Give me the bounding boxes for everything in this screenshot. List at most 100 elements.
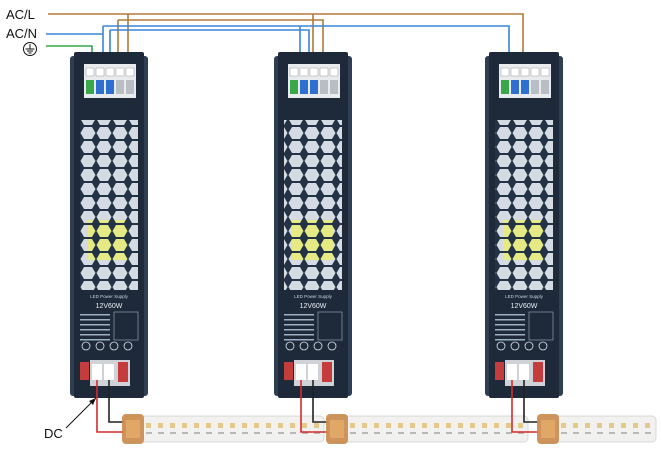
strip-connector-clip — [330, 420, 344, 438]
led-chip — [585, 423, 590, 428]
led-resistor — [573, 432, 579, 434]
terminal-slot — [310, 80, 318, 94]
led-chip — [266, 423, 271, 428]
led-chip — [398, 423, 403, 428]
terminal-screw — [115, 67, 125, 77]
dc-terminal-red-clip — [495, 362, 504, 380]
cert-mark-icon — [95, 341, 105, 351]
terminal-screw — [289, 67, 299, 77]
spec-table — [317, 311, 343, 341]
spec-line — [284, 339, 314, 341]
dc-terminal-red-clip — [322, 362, 332, 382]
led-chip — [362, 423, 367, 428]
led-resistor — [398, 432, 404, 434]
honeycomb-vent — [495, 120, 553, 290]
led-strip — [123, 415, 325, 443]
terminal-screw — [105, 67, 115, 77]
dc-pointer-arrowhead — [89, 398, 96, 405]
led-chip — [446, 423, 451, 428]
led-chip — [434, 423, 439, 428]
driver-model-text: 12V60W — [96, 303, 123, 310]
dc-terminal-slot — [296, 364, 306, 380]
led-chip — [242, 423, 247, 428]
led-chip — [597, 423, 602, 428]
spec-table — [528, 311, 554, 341]
spec-line — [284, 329, 314, 331]
terminal-screw — [125, 67, 135, 77]
terminal-slot — [96, 80, 104, 94]
cert-mark-icon — [123, 341, 133, 351]
spec-line — [495, 319, 525, 321]
spec-line — [284, 324, 314, 326]
spec-line — [495, 314, 525, 316]
led-chip — [609, 423, 614, 428]
led-resistor — [146, 432, 152, 434]
spec-line — [80, 319, 110, 321]
terminal-screw — [85, 67, 95, 77]
led-resistor — [206, 432, 212, 434]
terminal-slot — [300, 80, 308, 94]
honeycomb-yellow-zone — [503, 220, 545, 260]
led-chip — [458, 423, 463, 428]
led-chip — [170, 423, 175, 428]
led-chip — [410, 423, 415, 428]
led-resistor — [561, 432, 567, 434]
led-resistor — [314, 432, 320, 434]
led-chip — [621, 423, 626, 428]
cert-mark-icon — [496, 341, 506, 351]
led-resistor — [290, 432, 296, 434]
cert-mark-icon — [81, 341, 91, 351]
led-resistor — [374, 432, 380, 434]
dc-terminal-red-clip — [284, 362, 293, 380]
spec-line — [80, 314, 110, 316]
dc-negative-wire — [108, 380, 124, 423]
led-chip — [482, 423, 487, 428]
terminal-slot — [501, 80, 509, 94]
terminal-screw — [520, 67, 530, 77]
spec-line — [80, 334, 110, 336]
led-resistor — [278, 432, 284, 434]
led-chip — [158, 423, 163, 428]
led-resistor — [633, 432, 639, 434]
led-resistor — [482, 432, 488, 434]
spec-line — [80, 339, 110, 341]
led-resistor — [266, 432, 272, 434]
dc-terminal-slot — [308, 364, 318, 380]
dc-terminal-red-clip — [80, 362, 89, 380]
led-resistor — [230, 432, 236, 434]
strip-connector-clip — [126, 420, 140, 438]
led-resistor — [597, 432, 603, 434]
spec-line — [495, 334, 525, 336]
led-resistor — [194, 432, 200, 434]
honeycomb-yellow-zone — [88, 220, 130, 260]
led-resistor — [609, 432, 615, 434]
driver-model-text: 12V60W — [300, 303, 327, 310]
ac-neutral-wire — [46, 25, 510, 70]
led-chip — [374, 423, 379, 428]
spec-line — [495, 324, 525, 326]
led-chip — [206, 423, 211, 428]
led-chip — [561, 423, 566, 428]
terminal-screw — [95, 67, 105, 77]
terminal-slot — [541, 80, 549, 94]
led-resistor — [302, 432, 308, 434]
led-resistor — [158, 432, 164, 434]
terminal-slot — [106, 80, 114, 94]
led-chip — [278, 423, 283, 428]
led-resistor — [434, 432, 440, 434]
led-resistor — [218, 432, 224, 434]
led-chip — [290, 423, 295, 428]
spec-line — [495, 329, 525, 331]
dc-positive-wire — [511, 380, 539, 433]
dc-terminal-slot — [519, 364, 529, 380]
terminal-screw — [500, 67, 510, 77]
led-chip — [182, 423, 187, 428]
driver-model-text: 12V60W — [511, 303, 538, 310]
led-chip — [422, 423, 427, 428]
led-resistor — [458, 432, 464, 434]
led-resistor — [170, 432, 176, 434]
led-chip — [314, 423, 319, 428]
cert-mark-icon — [299, 341, 309, 351]
